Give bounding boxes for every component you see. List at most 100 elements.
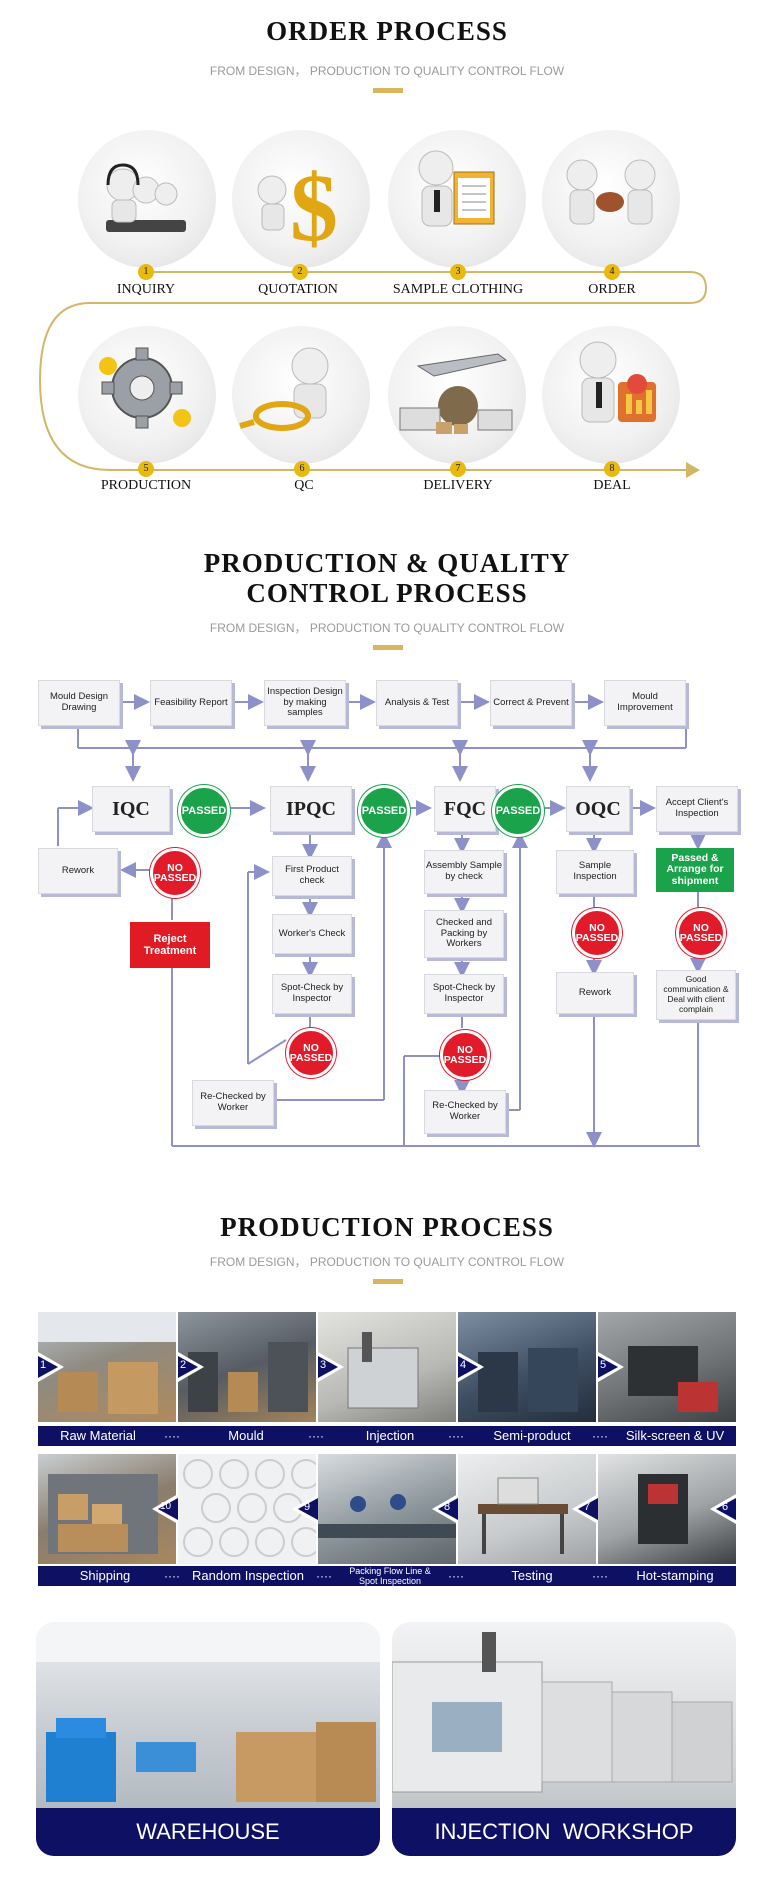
injection-workshop-photo	[392, 1632, 733, 1793]
production-process-title: PRODUCTION PROCESS	[220, 1212, 554, 1242]
step-marker	[710, 1494, 736, 1524]
no-passed-badge: NO PASSED	[150, 848, 200, 898]
step-marker	[292, 1494, 318, 1524]
photo-silk-screen	[598, 1312, 736, 1422]
stage-iqc: IQC	[92, 786, 170, 832]
qc-title-line1: PRODUCTION & QUALITY	[203, 548, 571, 578]
step-marker	[598, 1352, 624, 1382]
flow-box-rework: Rework	[556, 972, 634, 1014]
step-number: 1	[40, 1359, 47, 1371]
step-number: 7	[584, 1501, 591, 1513]
production-process-subtitle: FROM DESIGN， PRODUCTION TO QUALITY CONTR…	[209, 1255, 565, 1269]
dollar-icon: $	[257, 154, 338, 261]
shipment-box: Passed & Arrange for shipment	[656, 848, 734, 892]
order-process-title: ORDER PROCESS	[266, 16, 508, 46]
step-number: 6	[294, 461, 310, 477]
process-label: Silk-screen & UV	[625, 1428, 725, 1443]
magnifier-icon	[239, 347, 329, 431]
step-number: 2	[180, 1359, 187, 1371]
qc-title-line2: CONTROL PROCESS	[246, 578, 528, 608]
injection-workshop-label: INJECTION WORKSHOP	[392, 1808, 736, 1856]
photo-testing	[458, 1454, 596, 1564]
process-divider: ····	[164, 1429, 180, 1443]
stage-fqc: FQC	[434, 786, 496, 832]
process-label: Random Inspection	[191, 1568, 304, 1583]
customer-service-icon	[106, 163, 186, 232]
step-label: ORDER	[588, 282, 636, 297]
order-circle	[542, 130, 680, 268]
step-marker	[38, 1352, 64, 1382]
step-marker	[152, 1494, 178, 1524]
process-label: Semi-product	[493, 1428, 571, 1443]
step-number: 5	[600, 1359, 607, 1371]
flow-box-analysis: Analysis & Test	[376, 680, 458, 726]
quotation-circle: $	[232, 130, 370, 268]
flow-box-workers-check: Worker's Check	[272, 914, 352, 954]
step-label: SAMPLE CLOTHING	[392, 282, 524, 297]
step-number: 8	[604, 461, 620, 477]
flow-box-accept-inspection: Accept Client's Inspection	[656, 786, 738, 832]
qc-process-subtitle: FROM DESIGN， PRODUCTION TO QUALITY CONTR…	[209, 621, 565, 635]
process-label: Packing Flow Line & Spot Inspection	[349, 1566, 431, 1586]
flow-box-rework: Rework	[38, 848, 118, 894]
step-number: 1	[138, 264, 154, 280]
svg-text:$: $	[290, 154, 338, 261]
step-number: 5	[138, 461, 154, 477]
warehouse-card: WAREHOUSE	[36, 1622, 380, 1856]
inquiry-circle	[78, 130, 216, 268]
title-underline	[373, 1279, 403, 1284]
flow-box-mould-improvement: Mould Improvement	[604, 680, 686, 726]
process-divider: ····	[316, 1569, 332, 1583]
step-marker	[178, 1352, 204, 1382]
step-marker	[432, 1494, 458, 1524]
step-number: 4	[460, 1359, 467, 1371]
step-label: QC	[294, 478, 314, 493]
flow-box-assembly-sample: Assembly Sample by check	[424, 850, 504, 894]
step-marker	[318, 1352, 344, 1382]
process-label: Testing	[511, 1568, 553, 1583]
flow-box-spot-check: Spot-Check by Inspector	[424, 974, 504, 1014]
no-passed-badge: NO PASSED	[286, 1028, 336, 1078]
flow-box-inspection-design: Inspection Design by making samples	[264, 680, 346, 726]
stage-ipqc: IPQC	[270, 786, 352, 832]
step-number: 10	[160, 1501, 172, 1512]
step-label: PRODUCTION	[100, 478, 192, 493]
title-underline	[373, 88, 403, 93]
qc-process-title: PRODUCTION & QUALITY CONTROL PROCESS	[0, 548, 774, 608]
flow-box-spot-check: Spot-Check by Inspector	[272, 974, 352, 1014]
flow-box-sample-inspection: Sample Inspection	[556, 850, 634, 894]
flow-box-rechecked: Re-Checked by Worker	[424, 1090, 506, 1134]
process-label-bar	[38, 1426, 736, 1446]
flow-box-feasibility: Feasibility Report	[150, 680, 232, 726]
plane-truck-icon	[399, 353, 513, 434]
process-label: Hot-stamping	[636, 1568, 714, 1583]
passed-badge: PASSED	[358, 785, 410, 837]
process-divider: ····	[592, 1429, 608, 1443]
gear-icon	[99, 347, 191, 429]
no-passed-badge: NO PASSED	[572, 908, 622, 958]
process-label: Injection	[365, 1428, 415, 1443]
step-number: 8	[444, 1501, 451, 1513]
flow-box-rechecked: Re-Checked by Worker	[192, 1080, 274, 1126]
deal-circle	[542, 326, 680, 464]
production-circle	[78, 326, 216, 464]
stage-oqc: OQC	[566, 786, 630, 832]
warehouse-photo	[36, 1622, 380, 1802]
step-label: QUOTATION	[258, 282, 338, 297]
process-divider: ····	[448, 1569, 464, 1583]
process-label: Shipping	[79, 1568, 131, 1583]
step-number: 4	[604, 264, 620, 280]
sample-circle	[388, 130, 526, 268]
flow-box-mould-design: Mould Design Drawing	[38, 680, 120, 726]
flow-box-good-communication: Good communication & Deal with client co…	[656, 970, 736, 1020]
no-passed-badge: NO PASSED	[676, 908, 726, 958]
step-number: 6	[722, 1501, 729, 1513]
photo-raw-material	[38, 1312, 176, 1422]
injection-workshop-card: INJECTION WORKSHOP	[392, 1622, 736, 1856]
no-passed-badge: NO PASSED	[440, 1030, 490, 1080]
process-divider: ····	[308, 1429, 324, 1443]
checklist-icon	[418, 150, 495, 227]
flow-box-checked-packing: Checked and Packing by Workers	[424, 910, 504, 958]
step-label: DEAL	[593, 478, 631, 493]
step-number: 3	[320, 1359, 327, 1371]
